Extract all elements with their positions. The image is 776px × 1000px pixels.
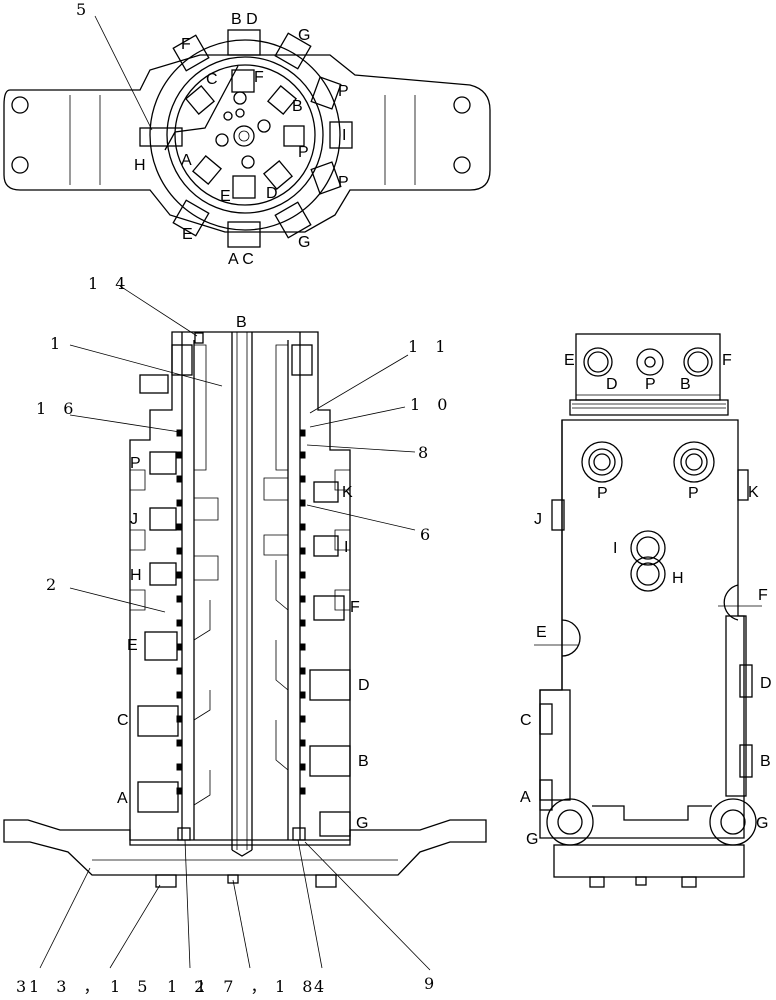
side-label-p-right: P	[688, 485, 699, 502]
top-label-p-lower: P	[338, 174, 349, 191]
top-label-ac: A C	[228, 251, 254, 268]
side-view	[534, 333, 762, 888]
side-label-p-top: P	[645, 376, 656, 393]
top-label-d: D	[266, 185, 278, 202]
callout-17: 1 7 ，	[196, 977, 273, 996]
callout-4: 4	[314, 977, 330, 996]
side-label-c: C	[520, 712, 532, 729]
front-section-view	[3, 331, 487, 888]
top-label-i: I	[342, 127, 346, 144]
front-label-b: B	[358, 753, 369, 770]
top-label-h: H	[134, 157, 146, 174]
callout-12: 1 2	[167, 977, 210, 996]
callout-6: 6	[420, 525, 436, 544]
callout-5: 5	[76, 0, 92, 19]
top-label-f-inner: F	[254, 69, 264, 86]
callout-11: 1 1	[408, 337, 451, 356]
side-label-e-top: E	[564, 352, 575, 369]
callout-10: 1 0	[410, 395, 453, 414]
callout-14: 1 4	[88, 274, 131, 293]
top-label-c: C	[206, 71, 218, 88]
callout-15: 1 5	[110, 977, 153, 996]
top-label-a: A	[181, 152, 192, 169]
front-label-f: F	[350, 599, 360, 616]
side-label-g-left: G	[526, 831, 538, 848]
top-label-b: B	[292, 98, 303, 115]
callout-2: 2	[46, 575, 62, 594]
callout-1: 1	[50, 334, 66, 353]
front-label-k: K	[342, 484, 353, 501]
front-label-h: H	[130, 567, 142, 584]
side-label-d-top: D	[606, 376, 618, 393]
callout-3: 3	[16, 977, 32, 996]
top-view	[3, 15, 491, 248]
top-label-g-bottom: G	[298, 234, 310, 251]
top-label-p-inner: P	[298, 144, 309, 161]
top-label-p-upper: P	[338, 83, 349, 100]
top-label-f-outer: F	[181, 36, 191, 53]
top-label-bd: B D	[231, 11, 258, 28]
side-label-p-left: P	[597, 485, 608, 502]
top-label-g-top: G	[298, 27, 310, 44]
side-label-f: F	[758, 587, 768, 604]
callout-8: 8	[418, 443, 434, 462]
top-label-e-outer: E	[182, 226, 193, 243]
front-label-p: P	[130, 455, 141, 472]
front-label-i: I	[344, 539, 348, 556]
side-label-e: E	[536, 624, 547, 641]
side-label-h: H	[672, 570, 684, 587]
front-label-b-top: B	[236, 314, 247, 331]
front-label-d: D	[358, 677, 370, 694]
front-label-g: G	[356, 815, 368, 832]
side-label-i: I	[613, 540, 617, 557]
side-label-f-top: F	[722, 352, 732, 369]
front-label-e: E	[127, 637, 138, 654]
side-label-a: A	[520, 789, 531, 806]
front-label-c: C	[117, 712, 129, 729]
callout-16: 1 6	[36, 399, 79, 418]
side-label-k: K	[748, 484, 759, 501]
callout-13: 1 3 ，	[29, 977, 106, 996]
front-label-j: J	[130, 511, 138, 528]
callout-18: 1 8	[275, 977, 318, 996]
side-label-b-top: B	[680, 376, 691, 393]
callout-9: 9	[424, 974, 440, 993]
front-label-a: A	[117, 790, 128, 807]
side-label-b: B	[760, 753, 771, 770]
top-label-e-inner: E	[220, 188, 231, 205]
side-label-g-right: G	[756, 815, 768, 832]
front-callout-leaders	[39, 285, 431, 971]
side-label-j: J	[534, 511, 542, 528]
side-label-d: D	[760, 675, 772, 692]
